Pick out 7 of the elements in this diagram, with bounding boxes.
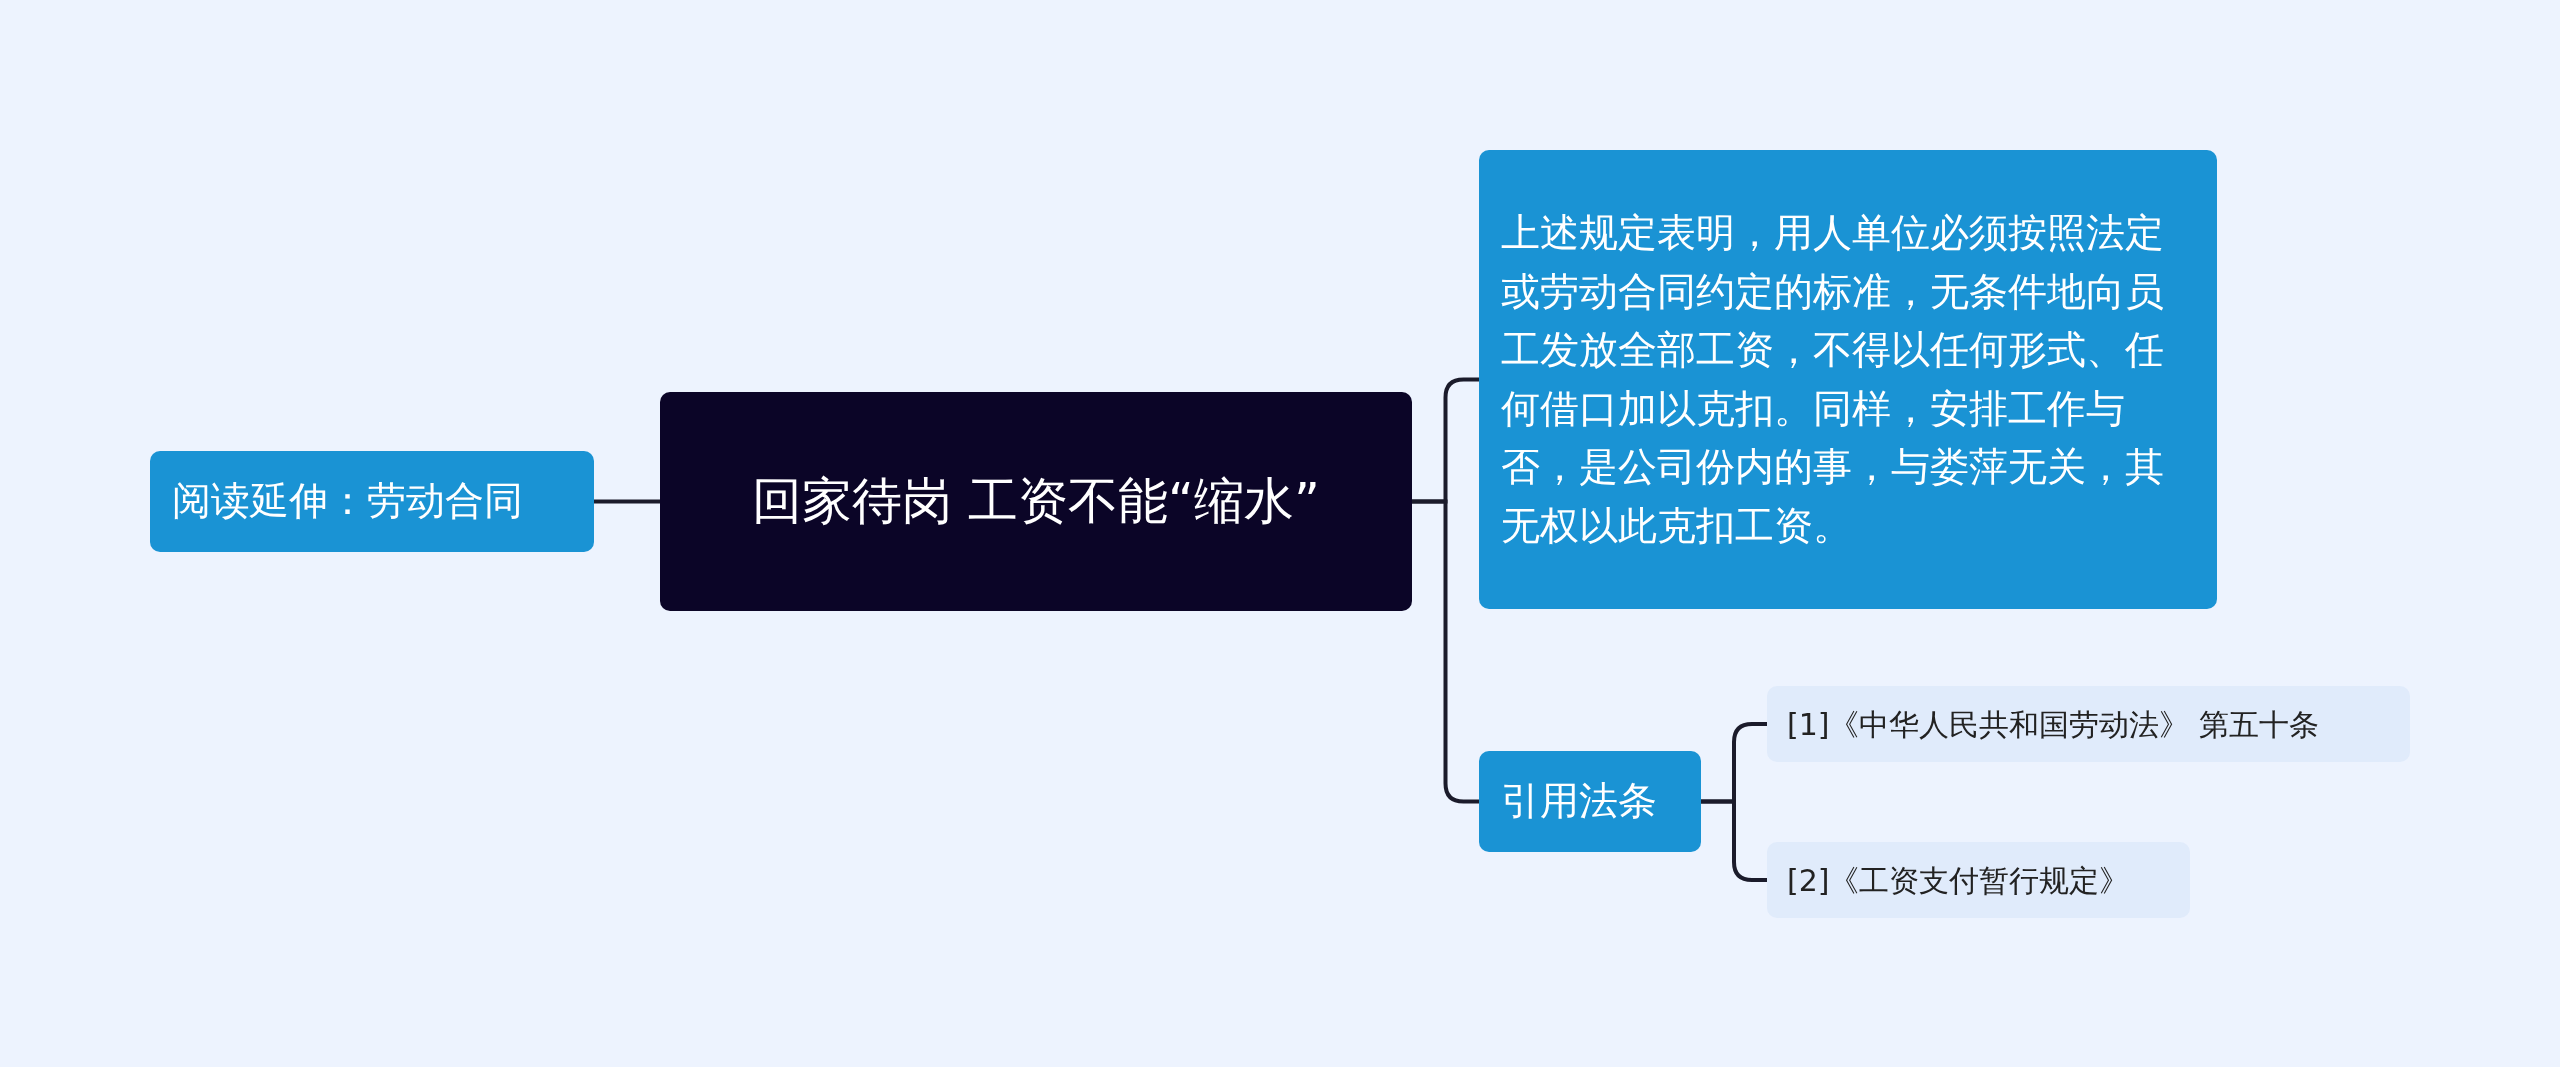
subtopic-box: [1]《中华人民共和国劳动法》 第五十条 bbox=[1767, 686, 2410, 762]
central-topic-box: 回家待岗 工资不能“缩水” bbox=[660, 392, 1412, 611]
subtopic-box: [2]《工资支付暂行规定》 bbox=[1767, 842, 2190, 918]
topic-box: 引用法条 bbox=[1479, 751, 1701, 852]
topic-box: 阅读延伸：劳动合同 bbox=[150, 451, 594, 552]
connector-line bbox=[594, 499, 660, 504]
topic-box: 上述规定表明，用人单位必须按照法定或劳动合同约定的标准，无条件地向员工发放全部工资，不得以任何形式、任何借口加以克扣。同样，安排工作与否，是公司份内的事，与娄萍无关，其无权以此克扣工资。 bbox=[1479, 150, 2217, 609]
